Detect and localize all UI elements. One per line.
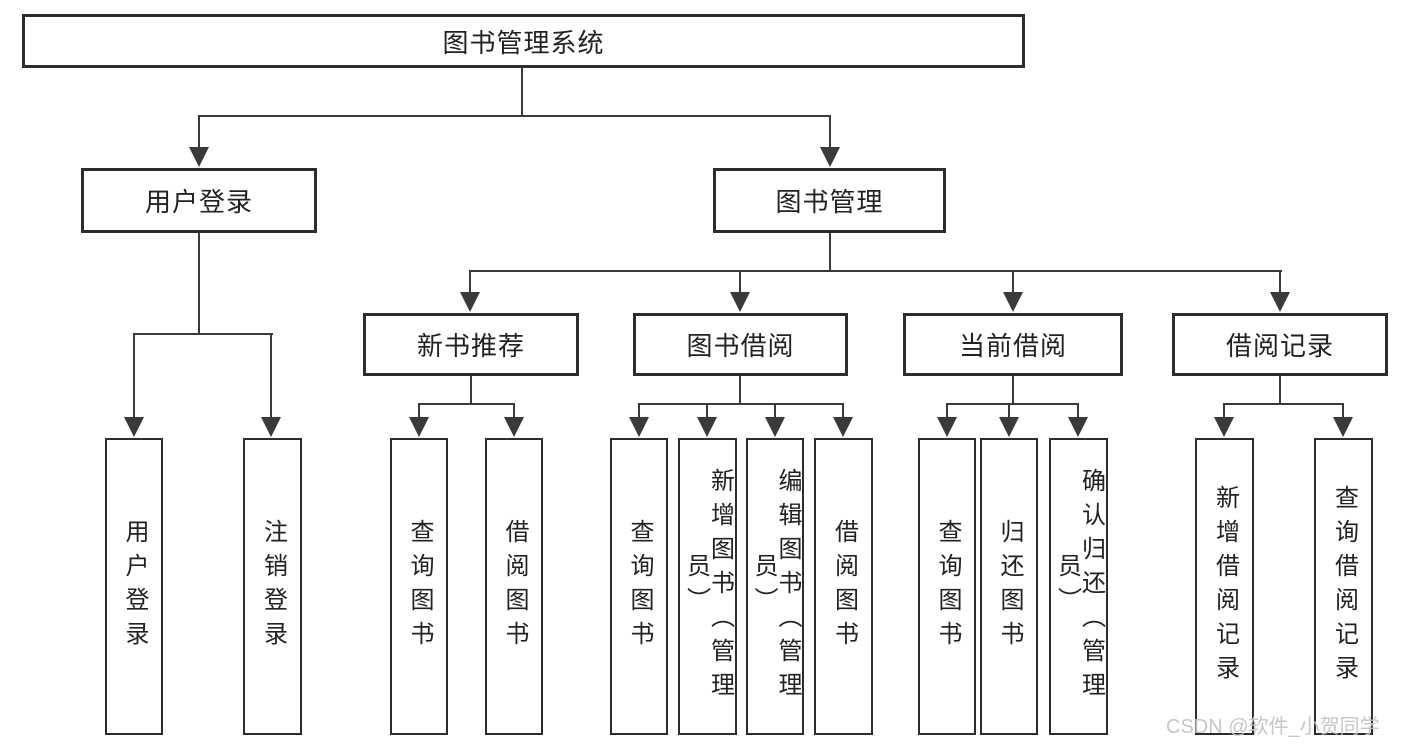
- leaf-confirm-return-admin-label: 确认归还（管理员）: [1053, 467, 1105, 706]
- leaf-add-borrow-record: 新增借阅记录: [1195, 438, 1254, 735]
- arrow-down-to-leaf-add-books: [697, 405, 717, 437]
- node-book-management: 图书管理: [713, 168, 946, 233]
- leaf-query-borrow-record: 查询借阅记录: [1314, 438, 1373, 735]
- leaf-add-books-admin: 新增图书（管理员）: [678, 438, 737, 735]
- edge-current-borrow-stem: [1012, 376, 1014, 405]
- arrow-down-to-new-book-recommend: [460, 272, 480, 312]
- leaf-query-borrow-record-label: 查询借阅记录: [1330, 484, 1358, 689]
- leaf-user-login-label: 用户登录: [121, 518, 148, 655]
- edge-borrow-records-rail: [1223, 403, 1344, 405]
- leaf-return-books: 归还图书: [980, 438, 1038, 735]
- edge-new-books-rail: [418, 403, 515, 405]
- arrow-down-to-leaf-add-record: [1214, 405, 1234, 437]
- node-new-book-recommend-label: 新书推荐: [416, 331, 525, 361]
- csdn-watermark: CSDN @软件_小贺同学: [1166, 716, 1380, 738]
- leaf-query-books-3-label: 查询图书: [934, 518, 961, 655]
- node-user-login: 用户登录: [81, 168, 317, 233]
- arrow-down-to-borrow-records: [1270, 272, 1290, 312]
- edge-book-borrow-stem: [739, 376, 741, 405]
- edge-user-login-stem: [198, 233, 200, 335]
- leaf-edit-books-admin-label: 编辑图书（管理员）: [750, 467, 801, 706]
- node-new-book-recommend: 新书推荐: [363, 313, 579, 376]
- leaf-query-books-3: 查询图书: [918, 438, 976, 735]
- arrow-down-to-leaf-query-3: [937, 405, 957, 437]
- arrow-down-to-book-borrow: [730, 272, 750, 312]
- node-user-login-label: 用户登录: [144, 187, 253, 217]
- leaf-borrow-books-1: 借阅图书: [485, 438, 543, 735]
- arrow-down-to-current-borrow: [1003, 272, 1023, 312]
- arrow-down-to-leaf-user-login: [124, 335, 144, 437]
- edge-book-mgmt-stem: [829, 233, 831, 272]
- leaf-logout-label: 注销登录: [259, 518, 287, 655]
- arrow-down-to-leaf-logout: [261, 335, 281, 437]
- arrow-down-to-leaf-confirm-return: [1068, 405, 1088, 437]
- leaf-query-books-2: 查询图书: [610, 438, 668, 735]
- leaf-query-books-1-label: 查询图书: [406, 518, 433, 655]
- node-book-borrow: 图书借阅: [633, 313, 848, 376]
- arrow-down-to-leaf-query-1: [409, 405, 429, 437]
- arrow-down-to-leaf-edit-books: [765, 405, 785, 437]
- arrow-down-to-leaf-query-2: [629, 405, 649, 437]
- edge-book-borrow-rail: [638, 403, 844, 405]
- leaf-add-borrow-record-label: 新增借阅记录: [1211, 484, 1239, 689]
- edge-user-login-rail: [133, 333, 273, 335]
- node-current-borrow-label: 当前借阅: [958, 331, 1067, 361]
- arrow-down-to-leaf-borrow-1: [504, 405, 524, 437]
- edge-root-stem: [521, 68, 523, 117]
- edge-new-books-stem: [470, 376, 472, 405]
- leaf-user-login: 用户登录: [105, 438, 163, 735]
- arrow-down-to-user-login: [189, 117, 209, 167]
- leaf-borrow-books-2: 借阅图书: [814, 438, 873, 735]
- leaf-borrow-books-2-label: 借阅图书: [830, 518, 858, 655]
- node-root-label: 图书管理系统: [442, 27, 605, 58]
- leaf-borrow-books-1-label: 借阅图书: [501, 518, 528, 655]
- node-book-management-label: 图书管理: [775, 187, 884, 217]
- edge-current-borrow-rail: [946, 403, 1079, 405]
- leaf-query-books-2-label: 查询图书: [626, 518, 653, 655]
- leaf-return-books-label: 归还图书: [996, 518, 1023, 655]
- edge-root-rail: [198, 115, 831, 117]
- leaf-query-books-1: 查询图书: [390, 438, 448, 735]
- arrow-down-to-leaf-query-record: [1333, 405, 1353, 437]
- arrow-down-to-leaf-return: [999, 405, 1019, 437]
- node-book-borrow-label: 图书借阅: [686, 331, 795, 361]
- leaf-edit-books-admin: 编辑图书（管理员）: [746, 438, 804, 735]
- leaf-logout: 注销登录: [243, 438, 302, 735]
- arrow-down-to-leaf-borrow-2: [833, 405, 853, 437]
- edge-book-mgmt-rail: [469, 270, 1282, 272]
- node-root: 图书管理系统: [22, 14, 1025, 68]
- edge-borrow-records-stem: [1279, 376, 1281, 405]
- node-current-borrow: 当前借阅: [903, 313, 1123, 376]
- node-borrow-records-label: 借阅记录: [1225, 331, 1334, 361]
- node-borrow-records: 借阅记录: [1172, 313, 1388, 376]
- leaf-confirm-return-admin: 确认归还（管理员）: [1049, 438, 1108, 735]
- leaf-add-books-admin-label: 新增图书（管理员）: [682, 467, 734, 706]
- arrow-down-to-book-management: [820, 117, 840, 167]
